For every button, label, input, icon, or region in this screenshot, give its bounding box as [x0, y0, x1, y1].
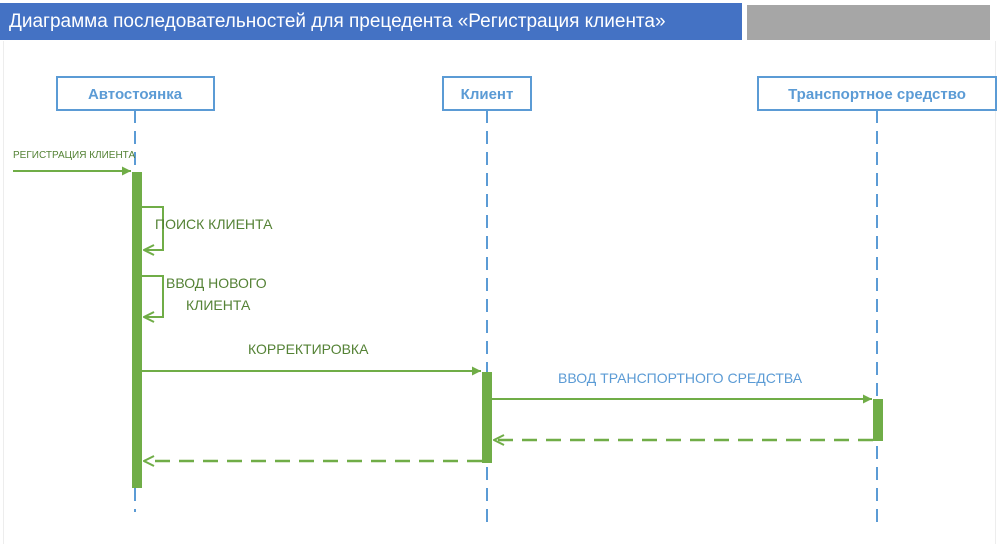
participant-vehicle-label: Транспортное средство — [788, 86, 966, 103]
activation-parking — [132, 172, 142, 488]
message-registration-label: РЕГИСТРАЦИЯ КЛИЕНТА — [13, 150, 135, 161]
participant-parking: Автостоянка — [56, 76, 215, 111]
grey-header-block — [747, 5, 990, 40]
message-search-label: ПОИСК КЛИЕНТА — [155, 216, 273, 232]
message-new-client-label-line1: ВВОД НОВОГО — [166, 275, 267, 291]
participant-client-label: Клиент — [461, 86, 514, 103]
message-correction-label: КОРРЕКТИРОВКА — [248, 341, 369, 357]
message-new-client-label-line2: КЛИЕНТА — [186, 297, 251, 313]
message-vehicle-input-label: ВВОД ТРАНСПОРТНОГО СРЕДСТВА — [558, 370, 803, 386]
diagram-frame — [3, 41, 996, 544]
activation-client — [482, 372, 492, 463]
participant-parking-label: Автостоянка — [88, 86, 183, 103]
diagram-title: Диаграмма последовательностей для прецед… — [0, 3, 742, 40]
activation-vehicle — [873, 399, 883, 441]
message-search-arrow — [142, 206, 164, 250]
message-new-client-arrow — [142, 275, 164, 317]
participant-client: Клиент — [442, 76, 532, 111]
participant-vehicle: Транспортное средство — [757, 76, 997, 111]
